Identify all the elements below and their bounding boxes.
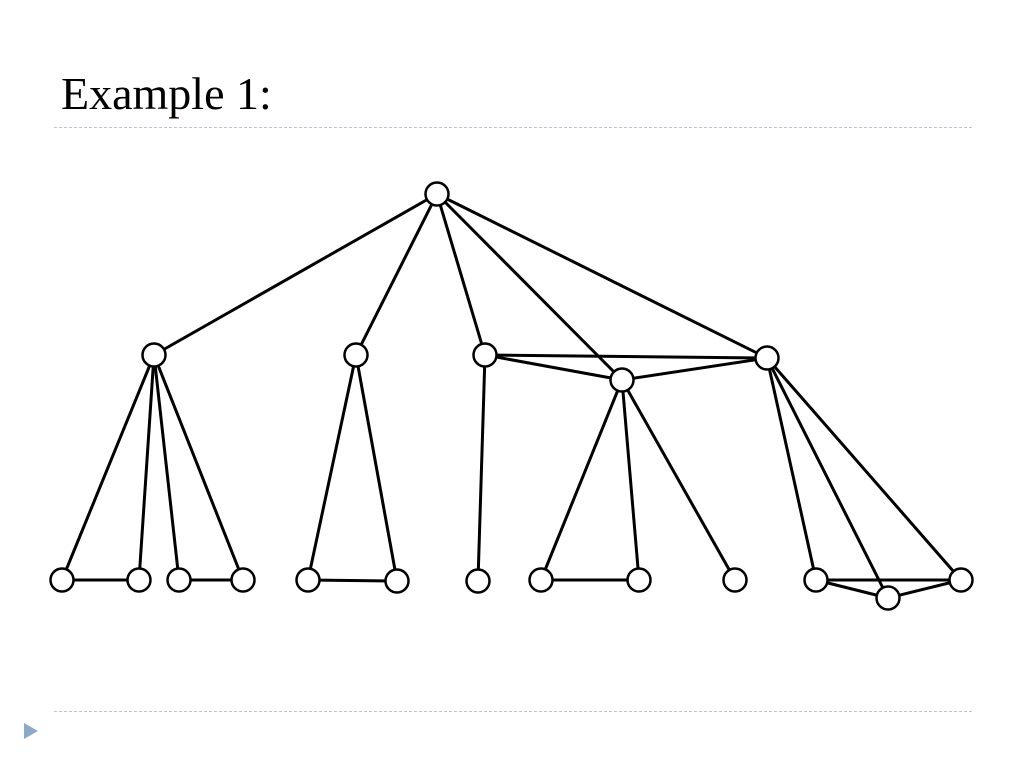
edge-n3-n4 xyxy=(483,353,624,382)
graph-nodes xyxy=(49,181,974,611)
graph-node-n16 xyxy=(803,567,829,593)
graph-node-n5 xyxy=(754,345,780,371)
title-divider xyxy=(54,127,972,128)
edge-n2-n10 xyxy=(306,353,358,582)
edge-n0-n3 xyxy=(435,192,487,357)
edge-n5-n17 xyxy=(765,356,890,600)
graph-node-n2 xyxy=(343,342,369,368)
graph-node-n4 xyxy=(609,367,635,393)
edge-n1-n6 xyxy=(60,353,156,582)
edge-n1-n9 xyxy=(152,353,245,582)
edge-n1-n7 xyxy=(137,353,156,582)
edge-n2-n11 xyxy=(354,353,399,583)
graph-node-n8 xyxy=(166,567,192,593)
edge-n0-n5 xyxy=(435,192,769,360)
slide-title: Example 1: xyxy=(61,68,272,119)
edge-n0-n1 xyxy=(152,192,439,357)
edge-n5-n16 xyxy=(765,356,818,582)
graph-node-n7 xyxy=(126,567,152,593)
edge-n0-n2 xyxy=(354,192,439,357)
edge-n10-n11 xyxy=(306,578,399,583)
edge-n3-n12 xyxy=(476,353,487,583)
edge-n5-n18 xyxy=(765,356,963,582)
graph-node-n1 xyxy=(141,342,167,368)
footer-divider xyxy=(54,711,972,712)
graph-node-n13 xyxy=(528,567,554,593)
edge-n3-n5 xyxy=(483,353,769,360)
edge-n4-n15 xyxy=(620,378,737,582)
graph-node-n9 xyxy=(230,567,256,593)
graph-node-n11 xyxy=(384,568,410,594)
graph-node-n15 xyxy=(722,567,748,593)
graph-node-n6 xyxy=(49,567,75,593)
graph-node-n0 xyxy=(424,181,450,207)
edge-n4-n5 xyxy=(620,356,769,382)
edge-n4-n13 xyxy=(539,378,624,582)
graph-node-n3 xyxy=(472,342,498,368)
edge-n1-n8 xyxy=(152,353,181,582)
graph-node-n10 xyxy=(295,567,321,593)
graph-edges xyxy=(60,192,963,600)
graph-node-n12 xyxy=(465,568,491,594)
graph-node-n18 xyxy=(948,567,974,593)
graph-node-n14 xyxy=(626,567,652,593)
edge-n4-n14 xyxy=(620,378,641,582)
play-triangle-icon[interactable] xyxy=(22,721,40,741)
graph-node-n17 xyxy=(875,585,901,611)
edge-n0-n4 xyxy=(435,192,624,382)
